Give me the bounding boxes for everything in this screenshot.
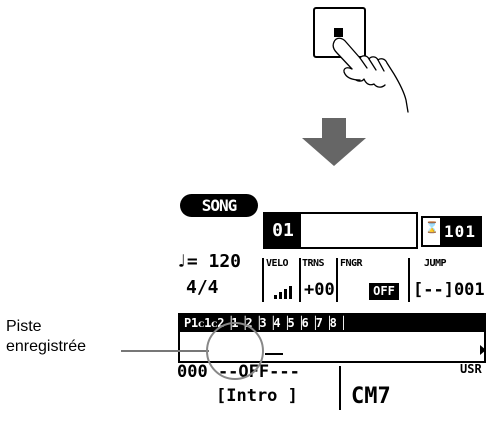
trns-value: +00: [304, 280, 335, 300]
song-number-field: 01: [263, 212, 418, 249]
pointing-hand-icon: [332, 37, 409, 113]
param-divider: [408, 258, 410, 302]
tempo-display: ♩= 120: [176, 251, 242, 272]
recorded-track-marker: [265, 353, 283, 355]
time-signature: 4/4: [186, 277, 219, 298]
jump-header: JUMP: [424, 258, 447, 269]
stop-square-icon: [334, 28, 343, 37]
callout-line1: Piste: [6, 318, 42, 335]
param-divider: [299, 258, 301, 302]
callout-label: Piste enregistrée: [6, 317, 86, 357]
song-mode-badge: SONG: [180, 194, 258, 217]
section-name: [Intro ]: [216, 386, 298, 406]
callout-line2: enregistrée: [6, 338, 87, 355]
measure-value: 101: [440, 218, 480, 245]
fngr-header: FNGR: [340, 258, 363, 269]
measure-field: ⌛ 101: [421, 216, 482, 247]
param-divider: [262, 258, 264, 302]
trns-header: TRNS: [302, 258, 325, 269]
usr-indicator: USR: [460, 362, 482, 376]
callout-leader-line: [121, 350, 209, 352]
down-arrow-icon: [302, 118, 366, 166]
velocity-bars-icon: [274, 286, 292, 299]
callout-circle: [206, 322, 264, 380]
param-divider: [336, 258, 338, 302]
jump-value: [--]001: [413, 280, 485, 300]
track-pointer-icon: [480, 345, 486, 355]
fngr-value: OFF: [369, 283, 399, 300]
chord-name: CM7: [351, 384, 391, 409]
hourglass-icon: ⌛: [425, 221, 439, 234]
chord-divider: [339, 366, 341, 410]
velo-header: VELO: [266, 258, 289, 269]
song-number: 01: [265, 214, 301, 247]
